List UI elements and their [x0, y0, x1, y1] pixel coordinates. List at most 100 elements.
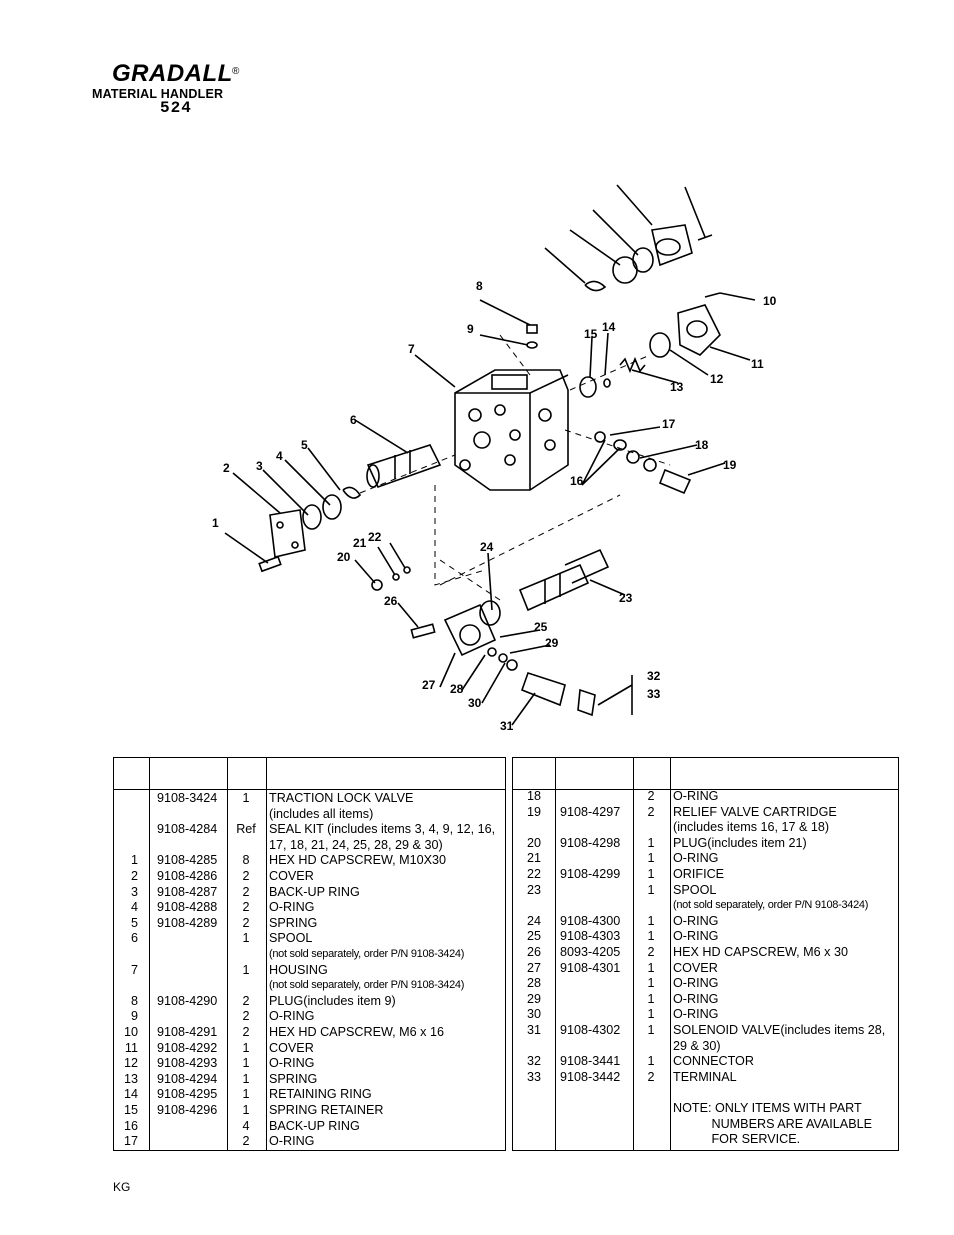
description: BACK-UP RING	[269, 1118, 360, 1133]
item-number: 4	[130, 900, 138, 915]
description: TERMINAL	[673, 1069, 737, 1084]
diagram-label: 27	[422, 678, 436, 692]
item-number: 8	[130, 993, 138, 1008]
diagram-label: 6	[350, 413, 357, 427]
item-number: 19	[526, 804, 542, 819]
table-header	[114, 758, 505, 790]
description: CONNECTOR	[673, 1054, 754, 1069]
item-number: 27	[526, 960, 542, 975]
footer-code: KG	[113, 1180, 131, 1194]
diagram-label: 21	[353, 536, 367, 550]
diagram-label: 28	[450, 682, 464, 696]
part-number: 9108-4289	[157, 915, 218, 930]
description: PLUG(includes item 9)	[269, 993, 396, 1008]
part-number: 9108-3441	[560, 1054, 621, 1069]
diagram-label: 32	[647, 669, 661, 683]
part-number: 9108-4290	[157, 993, 218, 1008]
part-number: 9108-4287	[157, 884, 218, 899]
description: O-RING	[269, 900, 315, 915]
item-number: 25	[526, 929, 542, 944]
diagram-label: 30	[468, 696, 482, 710]
item-number: 13	[123, 1071, 138, 1086]
quantity: 1	[647, 882, 655, 897]
description: SOLENOID VALVE(includes items 28,	[673, 1023, 886, 1037]
diagram-label: 26	[384, 594, 398, 608]
part-number: 9108-4288	[157, 900, 218, 915]
table-row: 29 & 30)	[513, 1039, 898, 1055]
table-row: NUMBERS ARE AVAILABLE	[513, 1117, 898, 1133]
description: ORIFICE	[673, 867, 725, 881]
table-row: NOTE: ONLY ITEMS WITH PART	[513, 1101, 898, 1117]
description: PLUG(includes item 21)	[673, 835, 807, 850]
description: COVER	[269, 869, 314, 883]
diagram-label: 7	[408, 342, 415, 356]
description: RELIEF VALVE CARTRIDGE	[673, 804, 837, 819]
quantity: 1	[242, 1087, 250, 1102]
description: FOR SERVICE.	[673, 1132, 801, 1147]
item-number: 11	[124, 1040, 138, 1055]
quantity: 8	[242, 853, 250, 868]
item-number: 32	[526, 1054, 542, 1069]
diagram-label: 18	[695, 438, 709, 452]
item-number: 17	[123, 1134, 138, 1149]
description: HOUSING	[269, 962, 328, 977]
part-number: 8093-4205	[560, 945, 621, 959]
quantity: 2	[242, 1025, 250, 1039]
part-number: 9108-4295	[157, 1087, 218, 1102]
description: (includes all items)	[269, 806, 374, 821]
diagram-label: 19	[723, 458, 737, 472]
quantity: Ref	[236, 822, 256, 837]
quantity: 2	[647, 1069, 655, 1084]
description: O-RING	[269, 1056, 315, 1071]
item-number: 15	[123, 1103, 138, 1117]
quantity: 1	[647, 929, 655, 944]
model-number: 524	[160, 99, 192, 117]
item-number: 20	[526, 835, 542, 850]
diagram-label: 29	[545, 636, 559, 650]
item-number: 29	[526, 991, 542, 1006]
item-number: 31	[526, 1023, 542, 1037]
diagram-label: 22	[368, 530, 382, 544]
quantity: 4	[242, 1118, 250, 1133]
quantity: 2	[647, 789, 655, 803]
brand-name: GRADALL	[112, 60, 233, 87]
diagram-label: 5	[301, 438, 308, 452]
part-number: 9108-4302	[560, 1023, 621, 1037]
description: O-RING	[269, 1134, 315, 1149]
description: (includes items 16, 17 & 18)	[673, 820, 830, 835]
description: HEX HD CAPSCREW, M10X30	[269, 853, 447, 868]
table-row: (not sold separately, order P/N 9108-342…	[513, 898, 898, 914]
exploded-view-diagram: 1 2 3 4 5 6 7 8 9 10 11 12 13 14 15 16 1…	[212, 184, 777, 733]
item-number: 1	[130, 853, 138, 868]
description: O-RING	[673, 789, 719, 803]
column-divider	[633, 758, 634, 1150]
quantity: 1	[242, 962, 250, 977]
table-row: (includes all items)	[114, 807, 505, 823]
diagram-label: 3	[256, 459, 263, 473]
part-number: 9108-4286	[157, 869, 218, 883]
column-divider	[227, 758, 228, 1150]
description: SPOOL	[673, 882, 717, 897]
table-row: (includes items 16, 17 & 18)	[513, 820, 898, 836]
item-number: 3	[130, 884, 138, 899]
part-number: 9108-4294	[157, 1071, 218, 1086]
item-number: 10	[123, 1025, 138, 1039]
part-number: 9108-4301	[560, 960, 621, 975]
